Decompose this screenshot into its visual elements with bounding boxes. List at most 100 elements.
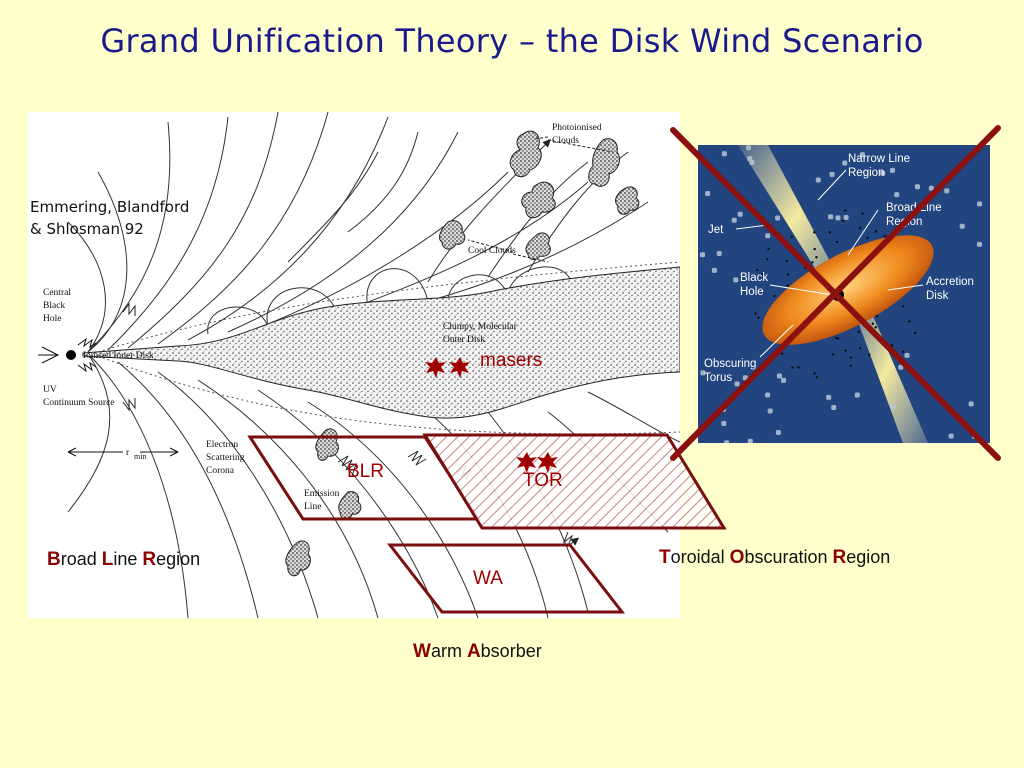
- nlr-cloud-dot: [889, 167, 895, 173]
- nlr-cloud-dot: [731, 217, 737, 223]
- tor-word-1: oroidal: [670, 547, 730, 567]
- tor-tag: TOR: [523, 470, 563, 491]
- blr-speck-dot: [806, 264, 810, 268]
- nlr-cloud-dot: [904, 352, 910, 358]
- blr-word-2: ine: [113, 549, 143, 569]
- blr-speck-dot: [811, 261, 814, 264]
- blr-speck-dot: [813, 372, 816, 375]
- uv-label: UV: [43, 385, 57, 395]
- blr-speck-dot: [757, 316, 760, 319]
- blr-speck-dot: [828, 231, 832, 234]
- nlr-cloud-dot: [776, 373, 782, 379]
- broad-line-region-label-2: Region: [886, 216, 922, 228]
- blr-speck-dot: [834, 336, 838, 340]
- credit-text: Emmering, Blandford & Shlosman 92: [30, 196, 189, 240]
- agn-unification-illustration: Narrow Line Region Broad Line Region Jet…: [698, 145, 990, 443]
- nlr-cloud-dot: [767, 408, 773, 414]
- credit-line-1: Emmering, Blandford: [30, 198, 190, 216]
- tor-initial-o: O: [729, 547, 745, 568]
- jet-label: Jet: [708, 224, 724, 236]
- disk-wind-drawing: Photoionised Clouds Cool Clouds Clumpy, …: [38, 111, 681, 619]
- ionised-disk-label: Ionised Inner Disk: [83, 351, 154, 361]
- tor-legend: Toroidal Obscuration Region: [659, 547, 890, 569]
- blr-speck-dot: [835, 240, 839, 244]
- blr-speck-dot: [766, 258, 769, 261]
- blr-speck-dot: [888, 344, 891, 348]
- nlr-cloud-dot: [948, 433, 954, 439]
- blr-speck-dot: [754, 312, 757, 315]
- blr-initial-r: R: [142, 549, 157, 570]
- obscuring-torus-label-2: Torus: [704, 372, 732, 384]
- blr-speck-dot: [866, 236, 869, 240]
- nlr-cloud-dot: [828, 214, 834, 220]
- cool-clouds-label: Cool Clouds: [468, 246, 516, 256]
- agn-drawing: Narrow Line Region Broad Line Region Jet…: [698, 145, 990, 443]
- blr-initial-b: B: [47, 549, 61, 570]
- blr-speck-dot: [781, 352, 784, 355]
- blr-speck-dot: [804, 266, 807, 270]
- blr-speck-dot: [815, 256, 818, 259]
- tor-region-box: [422, 433, 727, 530]
- wa-initial-w: W: [413, 641, 431, 662]
- blr-legend: Broad Line Region: [47, 549, 200, 571]
- tor-word-3: egion: [846, 547, 891, 567]
- wa-word-2: bsorber: [480, 641, 542, 661]
- blr-speck-dot: [883, 235, 886, 238]
- black-hole-label: Black: [740, 272, 768, 284]
- accretion-disk-label: Accretion: [926, 276, 974, 288]
- nlr-cloud-dot: [944, 188, 950, 194]
- nlr-cloud-dot: [894, 228, 900, 234]
- nlr-cloud-dot: [765, 392, 771, 398]
- uv-label-2: Continuum Source: [43, 398, 115, 408]
- nlr-cloud-dot: [831, 404, 837, 410]
- nlr-cloud-dot: [705, 191, 711, 197]
- nlr-cloud-dot: [733, 277, 739, 283]
- nlr-cloud-dot: [815, 177, 821, 183]
- tor-initial-r: R: [832, 547, 847, 568]
- blr-speck-dot: [831, 353, 835, 356]
- nlr-cloud-dot: [716, 250, 722, 256]
- narrow-line-region-label-2: Region: [848, 167, 884, 179]
- blr-speck-dot: [790, 235, 793, 238]
- blr-speck-dot: [861, 212, 864, 215]
- blr-speck-dot: [836, 337, 840, 340]
- nlr-cloud-dot: [747, 156, 753, 162]
- wa-word-1: arm: [430, 641, 467, 661]
- blr-speck-dot: [785, 259, 789, 263]
- blr-word-1: road: [60, 549, 102, 569]
- blr-speck-dot: [859, 347, 862, 350]
- nlr-cloud-dot: [829, 171, 835, 177]
- nlr-cloud-dot: [842, 160, 848, 166]
- photoionised-label: Photoionised: [552, 123, 602, 133]
- blr-speck-dot: [791, 366, 794, 369]
- central-bh-label: Central: [43, 288, 71, 298]
- accretion-disk-label-2: Disk: [926, 290, 949, 302]
- nlr-cloud-dot: [826, 394, 832, 400]
- narrow-line-region-label: Narrow Line: [848, 153, 910, 165]
- nlr-cloud-dot: [968, 401, 974, 407]
- blr-initial-l: L: [101, 549, 114, 570]
- tor-word-2: bscuration: [744, 547, 833, 567]
- obscuring-torus-label: Obscuring: [704, 358, 756, 370]
- nlr-cloud-dot: [724, 440, 730, 443]
- nlr-cloud-dot: [711, 267, 717, 273]
- nlr-cloud-dot: [775, 215, 781, 221]
- blr-speck-dot: [813, 247, 816, 251]
- blr-speck-dot: [857, 330, 860, 333]
- nlr-cloud-dot: [742, 375, 748, 381]
- nlr-cloud-dot: [721, 151, 727, 157]
- rmin-label: r: [126, 448, 130, 458]
- broad-line-region-label: Broad Line: [886, 202, 942, 214]
- emission-label-2: Line: [304, 502, 321, 512]
- slide-title: Grand Unification Theory – the Disk Wind…: [100, 22, 924, 60]
- credit-line-2: & Shlosman 92: [30, 220, 144, 238]
- photoionised-label-2: Clouds: [552, 136, 579, 146]
- black-hole-label-2: Hole: [740, 286, 764, 298]
- nlr-cloud-dot: [843, 215, 849, 221]
- electron-label: Electron: [206, 440, 238, 450]
- blr-speck-dot: [797, 366, 800, 369]
- blr-speck-dot: [842, 219, 845, 222]
- blr-speck-dot: [902, 350, 905, 353]
- nlr-cloud-dot: [721, 421, 727, 427]
- nlr-cloud-dot: [737, 211, 743, 217]
